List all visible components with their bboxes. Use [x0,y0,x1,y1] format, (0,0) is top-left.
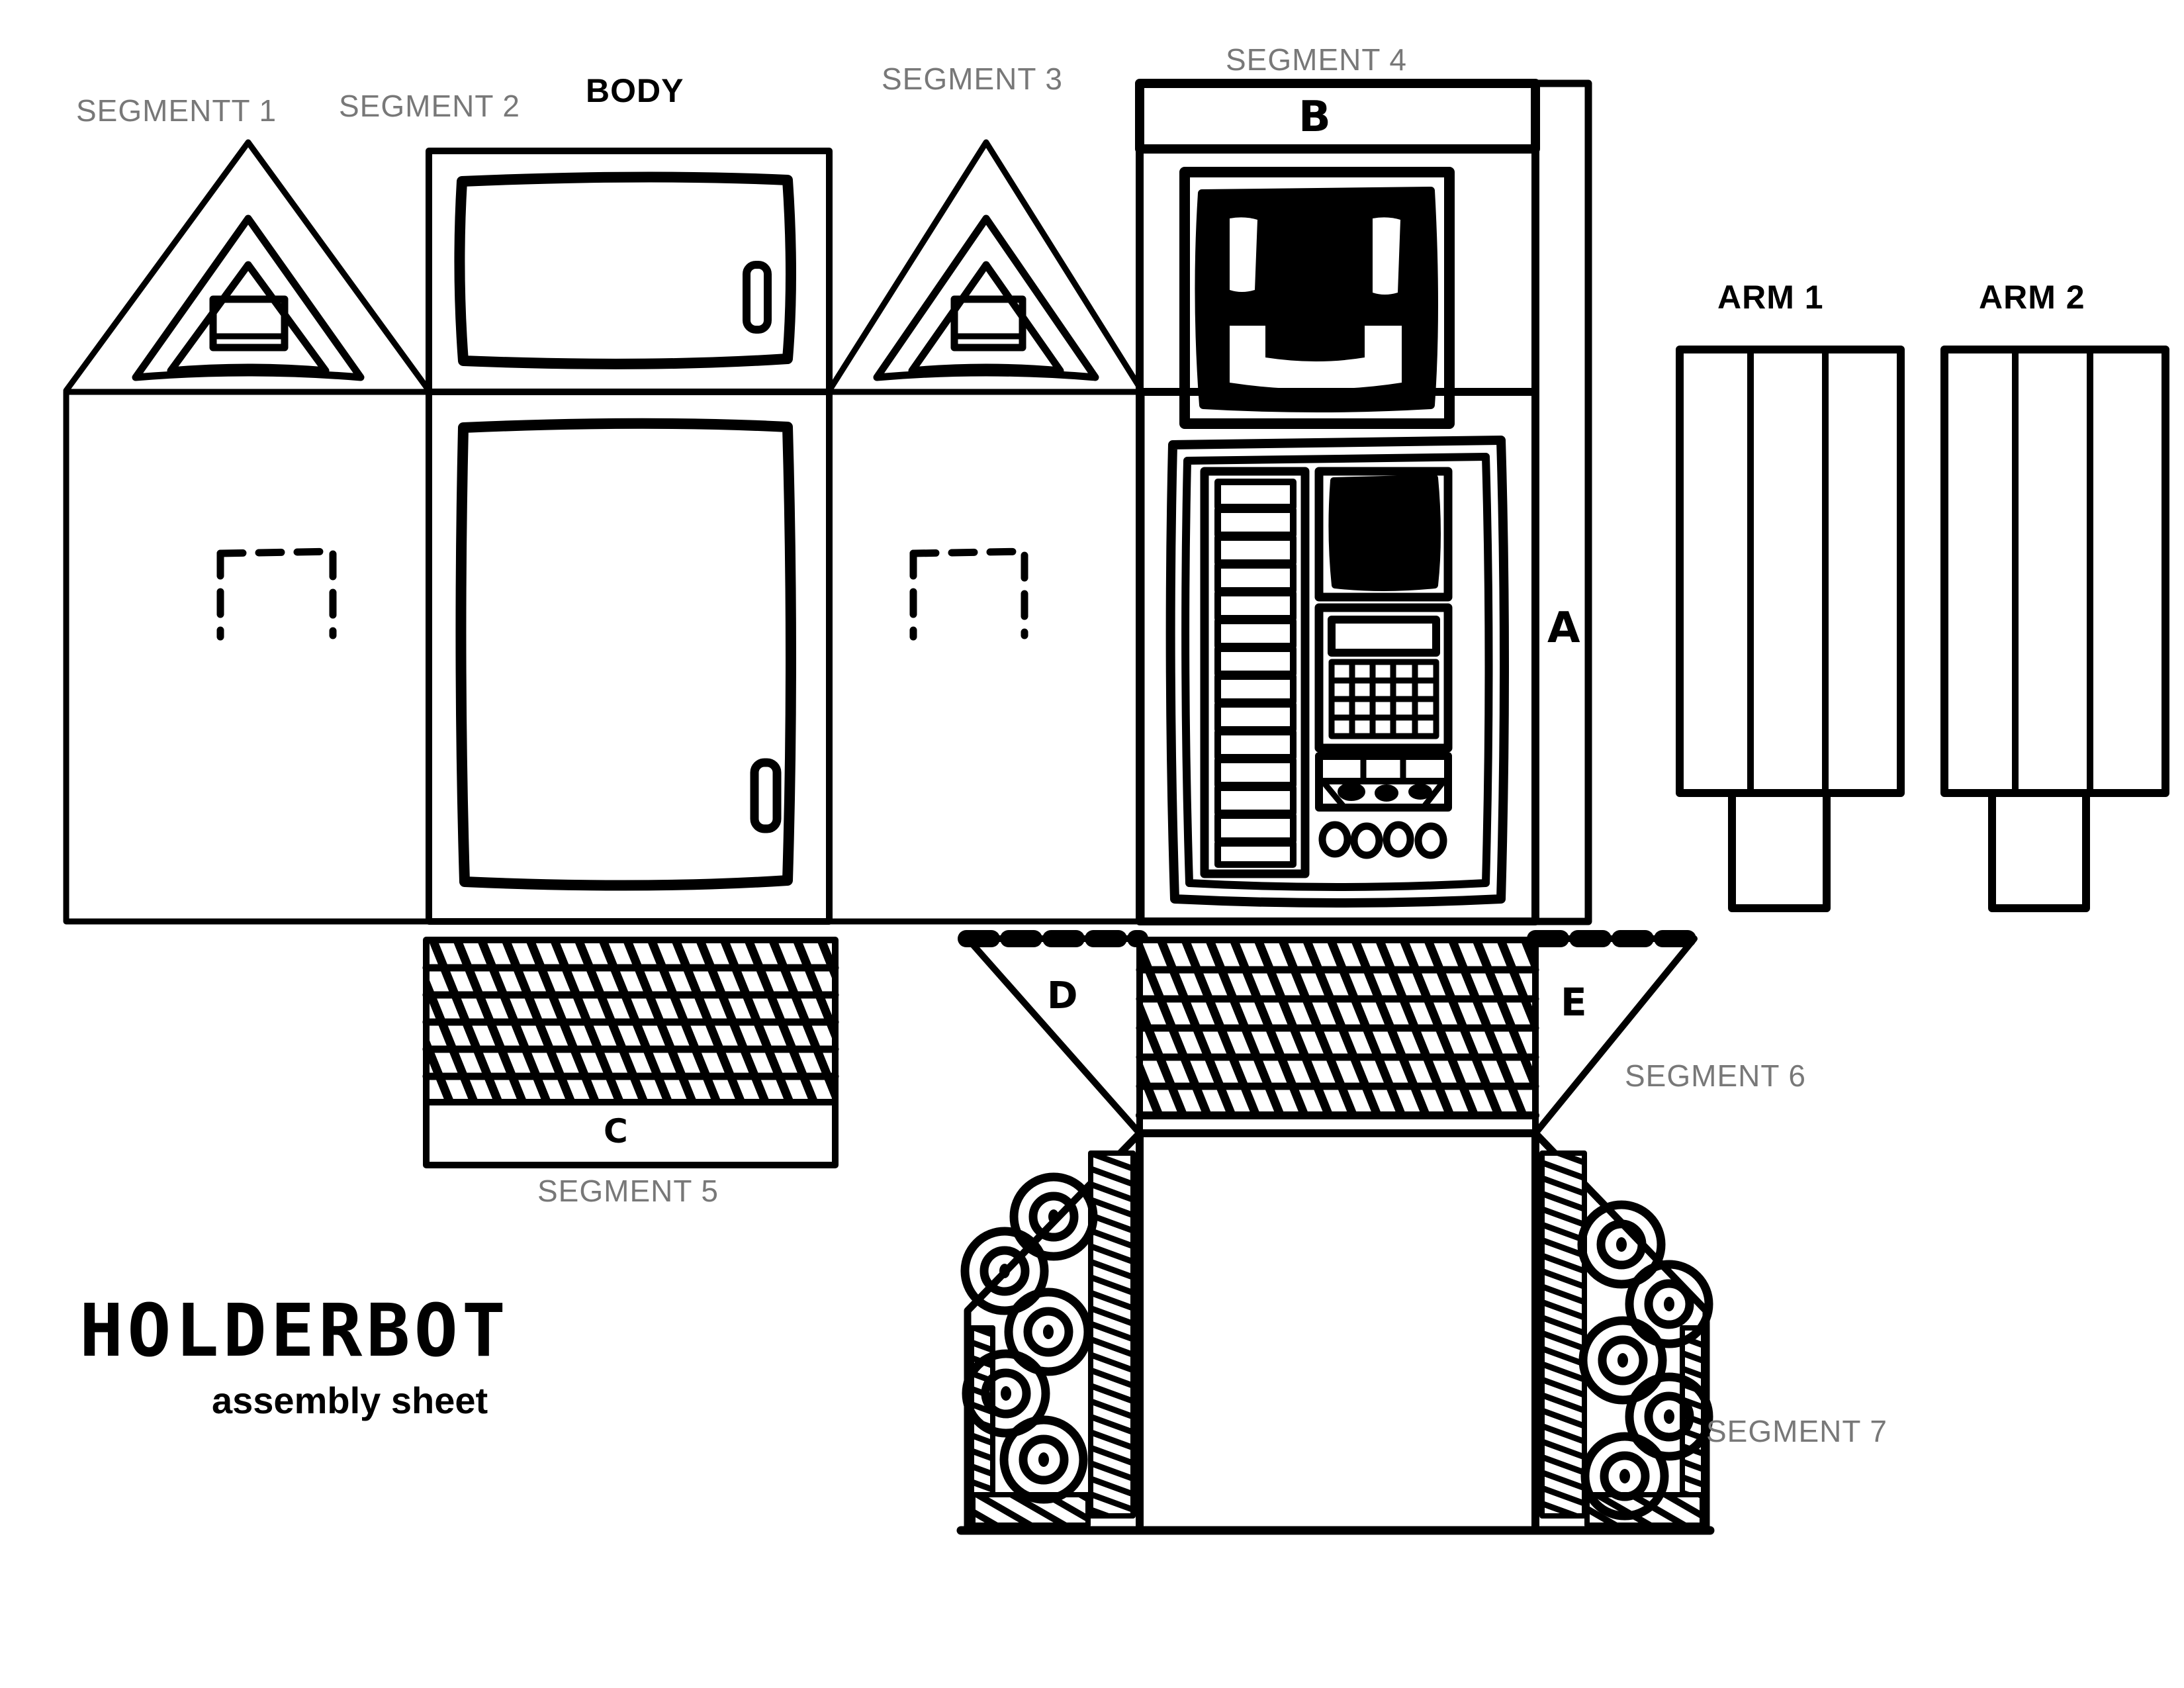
tab-marker-a: A [1547,604,1580,653]
part-segment-7 [956,1129,1715,1535]
label-arm-2: ARM 2 [1979,279,2085,316]
part-arm-2 [1940,346,2169,912]
round-buttons [1318,821,1447,859]
logo-block: HOLDERBOT assembly sheet [79,1294,510,1422]
label-segment-4: SEGMENT 4 [1226,42,1407,77]
label-segment-2: SEGMENT 2 [339,89,520,123]
part-arm-1 [1676,346,1905,912]
part-segment-6 [958,930,1703,1137]
label-body: BODY [586,72,684,109]
label-arm-1: ARM 1 [1717,279,1824,316]
keypad-grid [1328,659,1439,739]
label-segment-1: SEGMENTT 1 [76,93,277,128]
part-segment-3 [826,139,1145,925]
wheels-left [960,1172,1098,1504]
tab-marker-e: E [1561,980,1587,1025]
tab-marker-d: D [1047,974,1078,1017]
logo-subtitle: assembly sheet [212,1380,488,1421]
label-segment-7: SEGMENT 7 [1706,1414,1888,1448]
part-segment-5 [422,937,839,1168]
label-segment-3: SEGMENT 3 [882,62,1063,96]
label-segment-5: SEGMENT 5 [537,1174,719,1208]
part-segment-1 [63,139,432,925]
label-segment-6: SEGMENT 6 [1625,1058,1806,1093]
part-segment-4 [1135,79,1592,925]
logo-title: HOLDERBOT [79,1288,510,1373]
tab-marker-b: B [1298,93,1331,142]
part-segment-2-body [426,148,833,925]
wheels-right [1577,1200,1713,1521]
tab-marker-c: C [604,1112,628,1150]
vent-slats [1214,479,1297,868]
